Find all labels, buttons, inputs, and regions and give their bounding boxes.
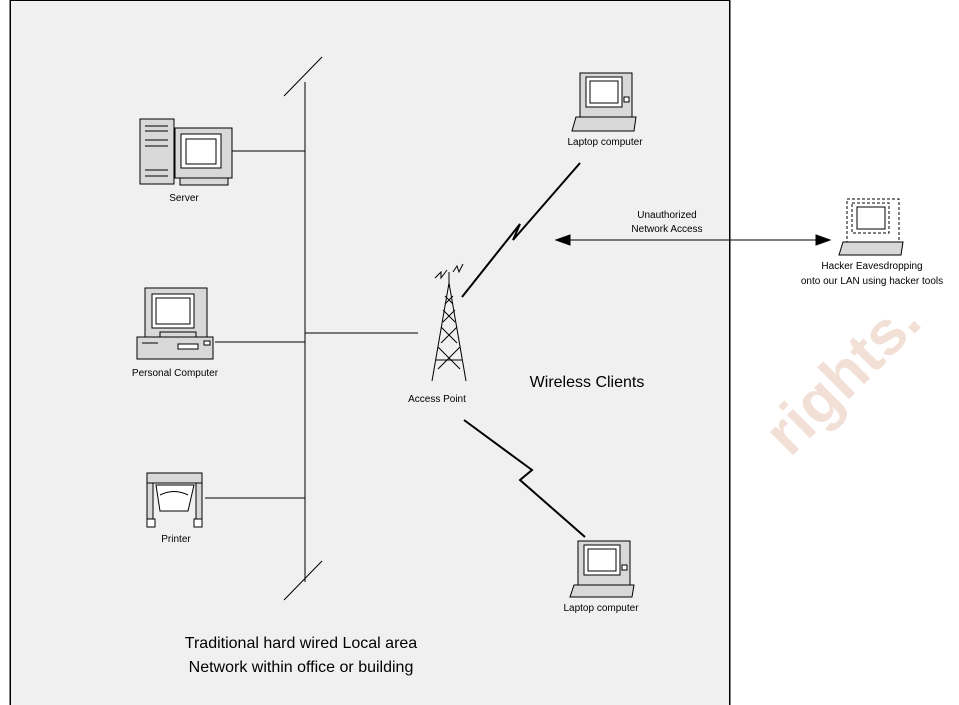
wireless-link-top [461, 162, 581, 298]
server-label: Server [169, 193, 199, 204]
wireless-link-bottom [463, 419, 586, 538]
access-point-label: Access Point [408, 394, 466, 405]
laptop-bottom-label: Laptop computer [563, 603, 639, 614]
watermark-text: rights. [751, 285, 934, 468]
laptop-top-icon [571, 72, 637, 132]
printer-label: Printer [161, 534, 191, 545]
laptop-top-label: Laptop computer [567, 137, 643, 148]
arrow-label-line2: Network Access [631, 224, 702, 235]
hacker-label-line2: onto our LAN using hacker tools [801, 276, 943, 287]
laptop-bottom-icon [569, 540, 635, 598]
access-point-icon [431, 263, 467, 382]
hacker-laptop-icon [838, 198, 904, 256]
server-icon [139, 118, 233, 186]
printer-icon [146, 472, 203, 528]
lan-caption-line1: Traditional hard wired Local area [185, 635, 418, 652]
arrow-label-line1: Unauthorized [637, 210, 696, 221]
wireless-clients-label: Wireless Clients [530, 374, 645, 391]
unauthorized-access-arrow [554, 234, 832, 246]
lan-caption-line2: Network within office or building [189, 659, 414, 676]
lan-backbone [205, 56, 418, 601]
hacker-label-line1: Hacker Eavesdropping [821, 261, 922, 272]
personal-computer-icon [136, 287, 214, 360]
personal-computer-label: Personal Computer [132, 368, 219, 379]
